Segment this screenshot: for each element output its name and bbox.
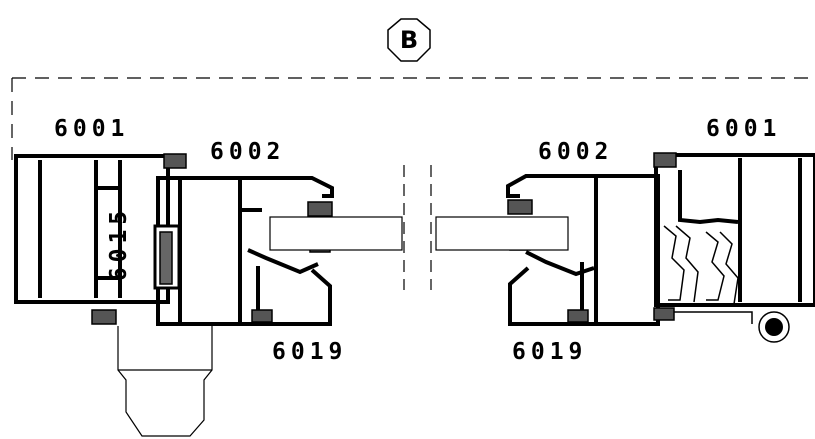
left-frame-profile-6001	[14, 154, 170, 304]
label-left-6019: 6019	[272, 339, 348, 365]
dashed-frame-outline	[11, 77, 815, 160]
label-left-6015: 6015	[106, 205, 133, 282]
left-handle-profile-6015	[153, 224, 181, 290]
label-right-6002: 6002	[538, 139, 614, 165]
label-right-6001: 6001	[706, 116, 782, 142]
label-right-6019: 6019	[512, 339, 588, 365]
right-glass-pane	[435, 216, 569, 251]
section-badge-octagon	[387, 18, 431, 62]
section-marker-label: B	[399, 26, 419, 54]
label-left-6002: 6002	[210, 139, 286, 165]
left-sash-profile-6002	[156, 176, 334, 326]
right-hardware-clips	[663, 225, 753, 324]
left-sill-outline	[117, 326, 213, 437]
left-glass-pane	[269, 216, 403, 251]
right-brush-seal	[758, 311, 790, 343]
center-break-lines	[403, 165, 432, 290]
label-left-6001: 6001	[54, 116, 130, 142]
